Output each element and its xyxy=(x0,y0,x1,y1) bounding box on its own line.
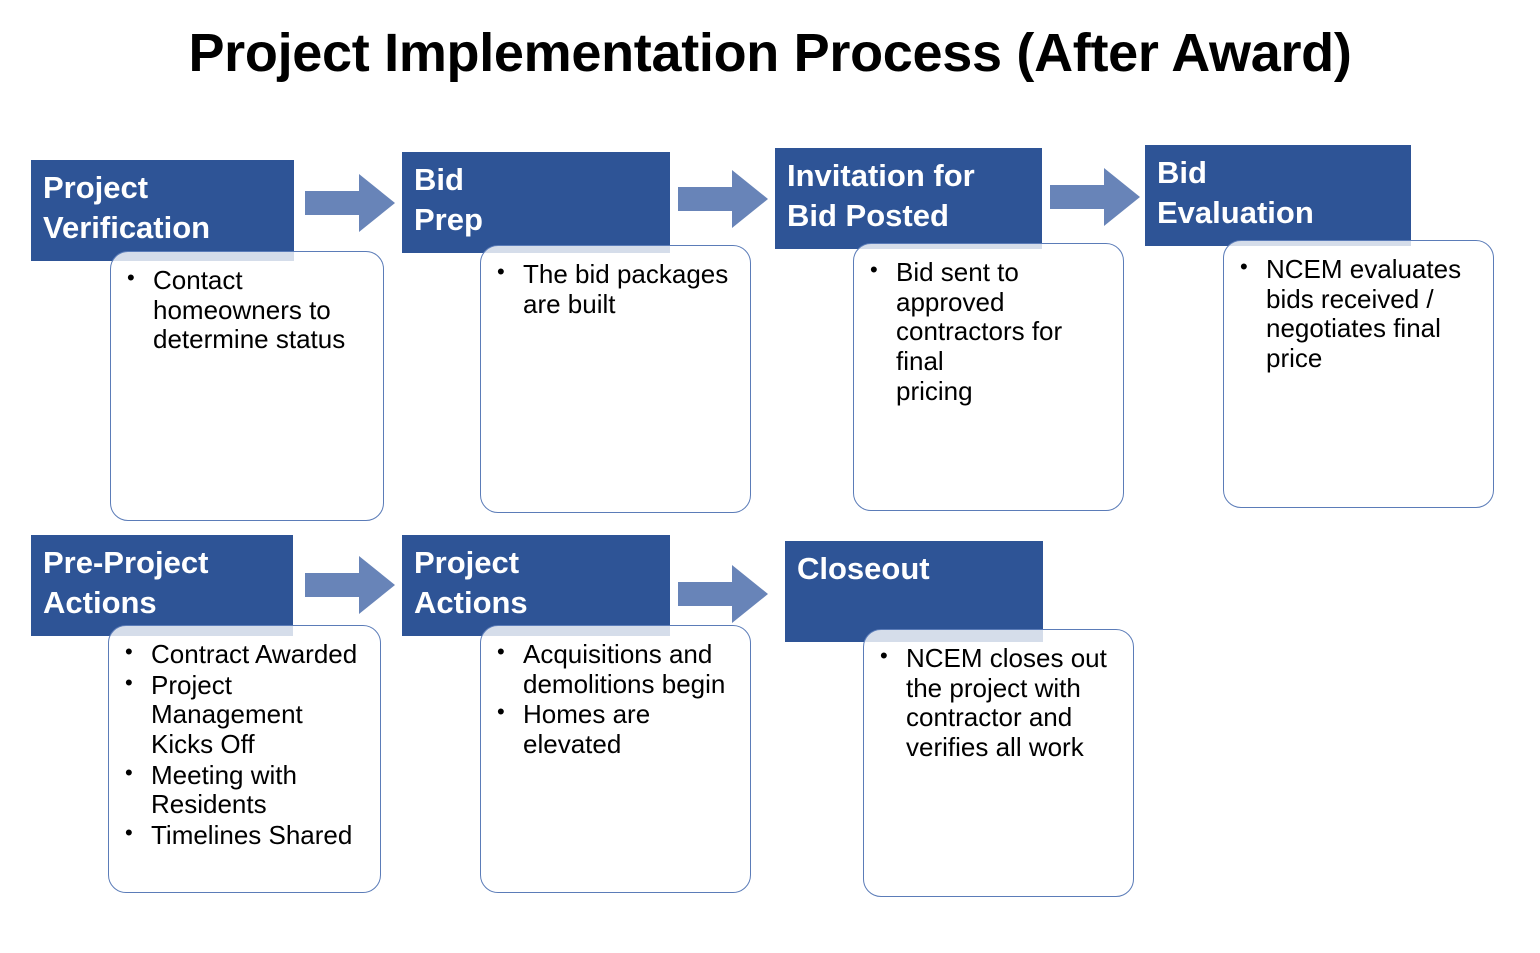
arrow-bidprep-to-invitation xyxy=(678,170,768,228)
list-item: Contact homeowners to determine status xyxy=(127,265,377,355)
arrow-preproject-to-projectactions xyxy=(305,556,395,614)
stage-body-closeout: NCEM closes out the project with contrac… xyxy=(863,629,1134,897)
list-item: The bid packages are built xyxy=(497,259,744,319)
bullet-list: Contact homeowners to determine status xyxy=(111,252,383,355)
bullet-list: NCEM closes out the project with contrac… xyxy=(864,630,1133,763)
arrow-verification-to-bidprep xyxy=(305,174,395,232)
bullet-list: Contract Awarded Project Management Kick… xyxy=(109,626,380,850)
stage-header-project-actions: Project Actions xyxy=(402,535,670,636)
bullet-list: Bid sent to approved contractors for fin… xyxy=(854,244,1123,406)
list-item: Timelines Shared xyxy=(125,820,374,851)
stage-body-project-verification: Contact homeowners to determine status xyxy=(110,251,384,521)
page-title: Project Implementation Process (After Aw… xyxy=(188,23,1352,83)
stage-body-bid-evaluation: NCEM evaluates bids received / negotiate… xyxy=(1223,240,1494,508)
stage-body-bid-prep: The bid packages are built xyxy=(480,245,751,513)
stage-body-invitation-for-bid-posted: Bid sent to approved contractors for fin… xyxy=(853,243,1124,511)
list-item: Meeting with Residents xyxy=(125,759,374,820)
arrow-invitation-to-evaluation xyxy=(1050,168,1140,226)
stage-header-pre-project-actions: Pre-Project Actions xyxy=(31,535,293,636)
stage-body-project-actions: Acquisitions and demolitions begin Homes… xyxy=(480,625,751,893)
stage-header-project-verification: Project Verification xyxy=(31,160,294,261)
arrow-projectactions-to-closeout xyxy=(678,565,768,623)
stage-header-bid-evaluation: Bid Evaluation xyxy=(1145,145,1411,246)
list-item: NCEM closes out the project with contrac… xyxy=(880,643,1127,763)
bullet-list: The bid packages are built xyxy=(481,246,750,319)
bullet-list: NCEM evaluates bids received / negotiate… xyxy=(1224,241,1493,374)
stage-header-bid-prep: Bid Prep xyxy=(402,152,670,253)
stage-header-invitation-for-bid-posted: Invitation for Bid Posted xyxy=(775,148,1042,249)
list-item: Homes are elevated xyxy=(497,699,744,759)
list-item: NCEM evaluates bids received / negotiate… xyxy=(1240,254,1487,374)
list-item: Acquisitions and demolitions begin xyxy=(497,639,744,699)
stage-body-pre-project-actions: Contract Awarded Project Management Kick… xyxy=(108,625,381,893)
stage-header-closeout: Closeout xyxy=(785,541,1043,642)
list-item: Contract Awarded xyxy=(125,639,374,670)
list-item: Bid sent to approved contractors for fin… xyxy=(870,257,1117,406)
list-item: Project Management Kicks Off xyxy=(125,670,374,760)
bullet-list: Acquisitions and demolitions begin Homes… xyxy=(481,626,750,760)
